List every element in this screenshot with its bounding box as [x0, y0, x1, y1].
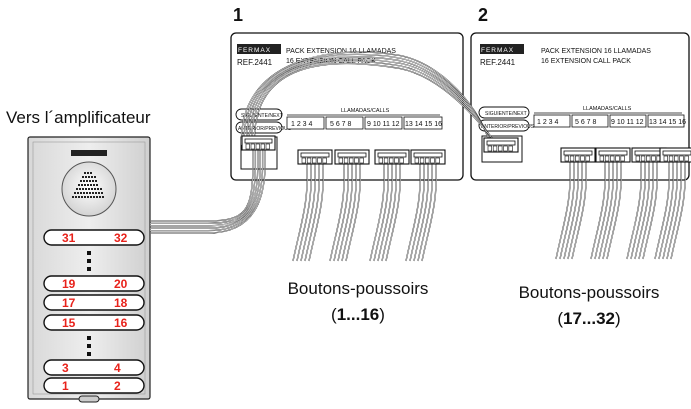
calls-label: LLAMADAS/CALLS — [341, 108, 390, 114]
button-number: 2 — [114, 379, 121, 393]
button-connectors — [241, 135, 691, 165]
call-group-label: 5 6 7 8 — [575, 119, 597, 126]
calls-label: LLAMADAS/CALLS — [583, 106, 632, 112]
camera-slot — [71, 150, 107, 156]
button-group-title: Boutons-poussoirs — [287, 279, 429, 298]
ellipsis-dots — [87, 251, 91, 356]
next-label: SIGUIENTE/NEXT — [485, 111, 527, 117]
next-label: SIGUIENTE/NEXT — [241, 113, 283, 119]
panel-button[interactable]: 15 16 — [43, 314, 145, 331]
button-number: 15 — [62, 316, 76, 330]
flat-cable — [150, 144, 266, 234]
button-group-label-2: Boutons-poussoirs (17...32) — [489, 283, 689, 329]
button-number: 32 — [114, 231, 128, 245]
button-number: 19 — [62, 277, 76, 291]
speaker-holes — [72, 172, 104, 198]
ribbon-cables — [150, 51, 686, 262]
module-number-1: 1 — [233, 5, 244, 25]
amplifier-label: Vers l´amplificateur — [6, 108, 151, 127]
brand-logo — [237, 44, 281, 54]
call-group-label: 9 10 11 12 — [611, 119, 644, 126]
module-ref: REF.2441 — [237, 58, 273, 67]
call-group-label: 13 14 15 16 — [405, 121, 442, 128]
button-wire-bundle — [329, 162, 361, 262]
wire-connector — [334, 149, 370, 165]
next-button[interactable] — [478, 106, 530, 119]
panel-button[interactable]: 1 2 — [43, 377, 145, 394]
module-ref: REF.2441 — [480, 58, 516, 67]
call-group-label: 9 10 11 12 — [367, 121, 400, 128]
button-number: 3 — [62, 361, 69, 375]
wire-connector — [297, 149, 333, 165]
extension-module-2: FERMAX REF.2441 PACK EXTENSION 16 LLAMAD… — [470, 32, 690, 181]
panel-button[interactable]: 31 32 — [43, 229, 145, 246]
button-group-label-1: Boutons-poussoirs (1...16) — [258, 279, 458, 325]
button-group-range-wrap: (17...32) — [557, 309, 621, 328]
button-wire-bundle — [405, 162, 437, 262]
call-group-label: 1 2 3 4 — [537, 119, 559, 126]
module-title-es: PACK EXTENSION 16 LLAMADAS — [541, 48, 651, 55]
call-group-label: 13 14 15 16 — [649, 119, 686, 126]
button-number: 31 — [62, 231, 76, 245]
module-number-2: 2 — [478, 5, 489, 25]
wire-connector — [410, 149, 446, 165]
wire-connector — [631, 147, 667, 163]
button-group-range-wrap: (1...16) — [331, 305, 385, 324]
button-wire-bundle — [626, 160, 658, 260]
brand-logo — [480, 44, 524, 54]
call-group-label: 5 6 7 8 — [330, 121, 352, 128]
button-number: 4 — [114, 361, 121, 375]
button-number: 17 — [62, 296, 76, 310]
panel-button[interactable]: 17 18 — [43, 294, 145, 311]
previous-button[interactable] — [478, 119, 530, 132]
button-wire-bundle — [654, 160, 686, 260]
door-panel: 31 32 19 20 17 18 15 16 3 4 — [27, 136, 151, 403]
flat-cable — [240, 51, 504, 153]
previous-label: ANTERIOR/PREVIOUS — [481, 124, 535, 130]
button-group-range: 1...16 — [336, 305, 380, 324]
wire-connector — [560, 147, 596, 163]
module-title-es: PACK EXTENSION 16 LLAMADAS — [286, 48, 396, 55]
brand-text: FERMAX — [238, 47, 271, 54]
wire-connector — [483, 137, 519, 153]
button-wire-bundle — [369, 162, 401, 262]
button-wire-bundle — [555, 160, 587, 260]
button-number: 16 — [114, 316, 128, 330]
button-number: 20 — [114, 277, 128, 291]
wire-connector — [659, 147, 691, 163]
previous-label: ANTERIOR/PREVIOUS — [238, 126, 292, 132]
wire-connector — [595, 147, 631, 163]
panel-button[interactable]: 19 20 — [43, 275, 145, 292]
button-group-title: Boutons-poussoirs — [518, 283, 660, 302]
brand-text: FERMAX — [481, 47, 514, 54]
button-wire-bundle — [292, 162, 324, 262]
button-wire-bundle — [590, 160, 622, 260]
module-title-en: 16 EXTENSION CALL PACK — [541, 58, 631, 65]
button-number: 18 — [114, 296, 128, 310]
button-number: 1 — [62, 379, 69, 393]
wire-connector — [374, 149, 410, 165]
call-group-label: 1 2 3 4 — [291, 121, 313, 128]
button-group-range: 17...32 — [563, 309, 615, 328]
panel-button[interactable]: 3 4 — [43, 359, 145, 376]
wire-connector — [241, 135, 276, 151]
